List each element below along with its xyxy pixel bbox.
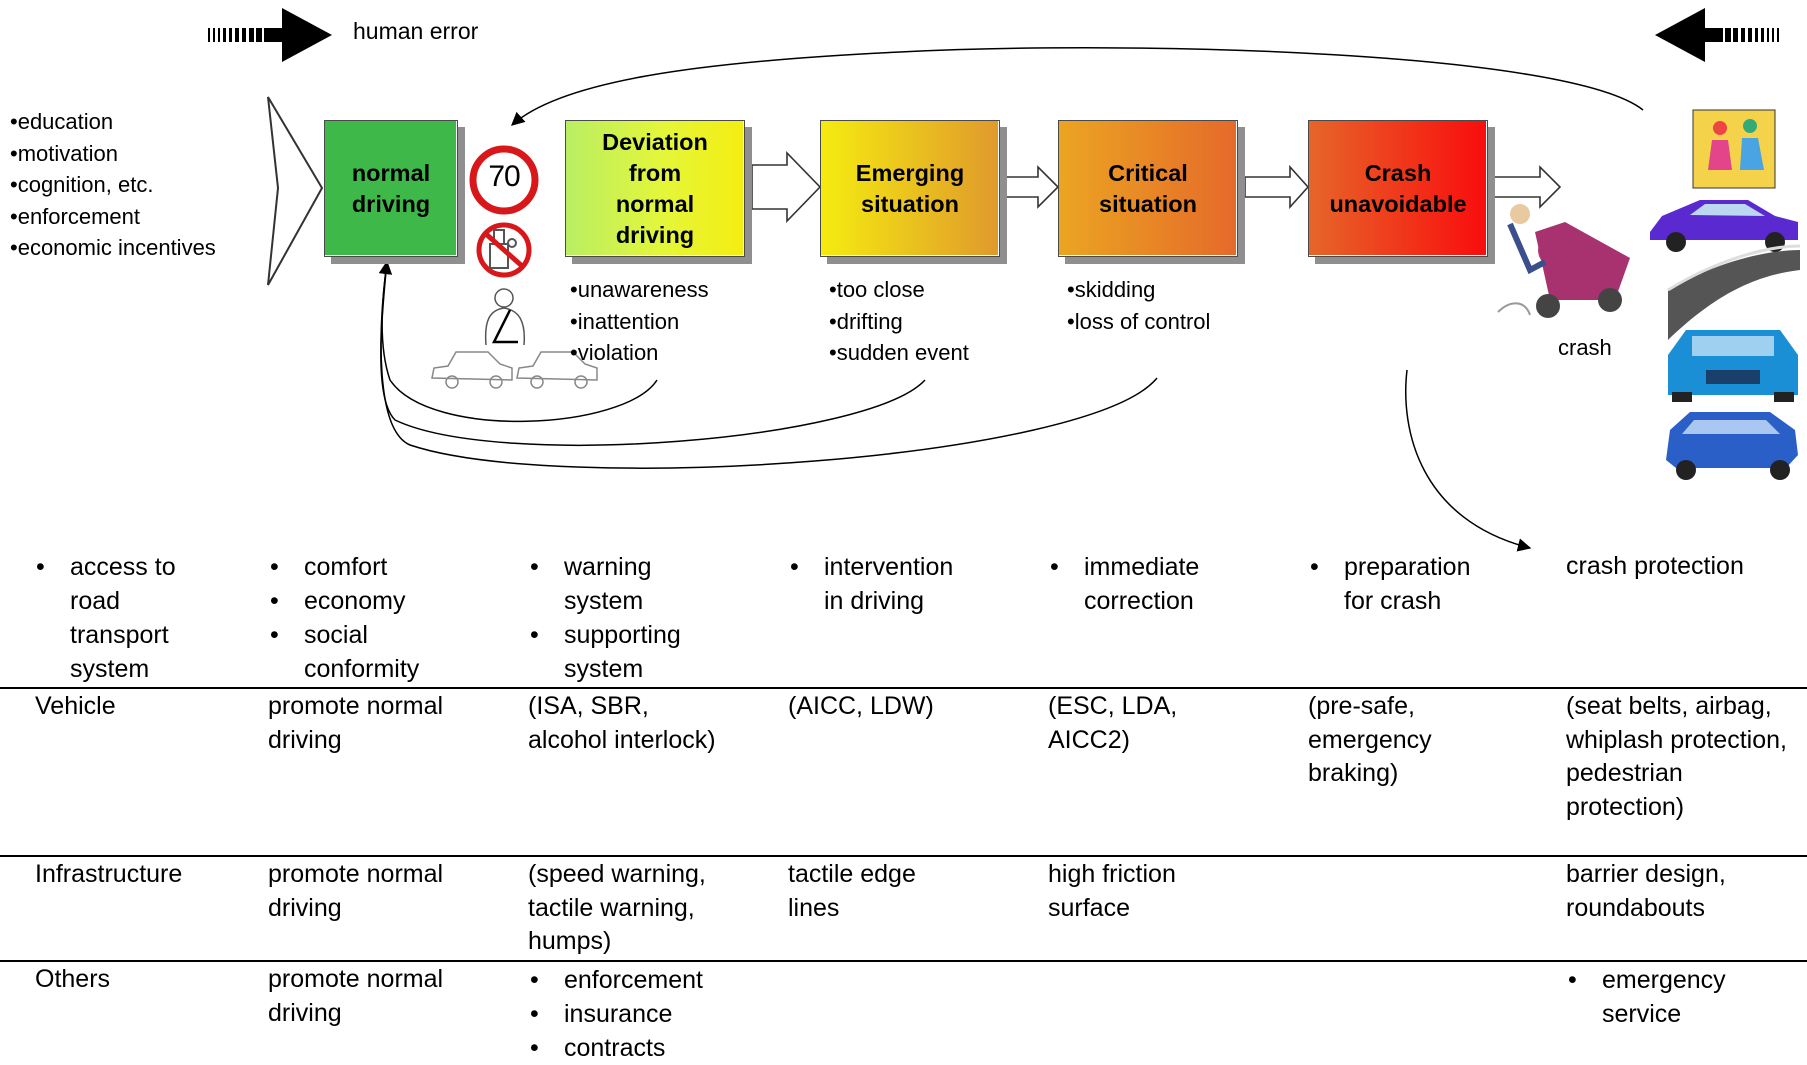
measure-col4: intervention in driving	[788, 550, 973, 618]
stage-crash-unavoidable: Crash unavoidable	[1308, 120, 1488, 257]
stage-arrows	[751, 151, 1562, 223]
stage-normal-driving: normal driving	[324, 120, 458, 257]
table-cell: (seat belts, airbag, whiplash protection…	[1566, 692, 1787, 821]
row-label-others: Others	[35, 965, 111, 993]
speed-limit-70-icon	[469, 145, 539, 215]
seatbelt-icon	[484, 288, 526, 346]
measure-col1: access to road transport system	[34, 550, 209, 686]
blue-car-rear-icon	[1666, 412, 1798, 480]
others-item: insurance	[528, 997, 768, 1031]
cause-item: drifting	[829, 306, 969, 338]
arrow-left-icon	[1655, 8, 1779, 62]
row-label-vehicle: Vehicle	[35, 692, 116, 720]
measure-col7: crash protection	[1566, 552, 1744, 580]
others-item: emergency service	[1566, 963, 1786, 1031]
critical-causes: skidding loss of control	[1067, 274, 1211, 338]
cause-item: loss of control	[1067, 306, 1211, 338]
measure-item: intervention in driving	[788, 550, 973, 618]
deviation-causes: unawareness inattention violation	[570, 274, 709, 369]
stage-label: Deviation from normal driving	[602, 128, 708, 248]
others-item: enforcement	[528, 963, 768, 997]
stage-critical: Critical situation	[1058, 120, 1238, 257]
measure-item: economy	[268, 584, 468, 618]
cause-item: skidding	[1067, 274, 1210, 306]
others-item: contracts	[528, 1031, 768, 1065]
others-list: enforcement insurance contracts	[528, 963, 768, 1065]
stage-label: Emerging situation	[855, 159, 965, 217]
stage-label: Crash unavoidable	[1329, 159, 1467, 217]
cause-item: violation	[570, 337, 709, 369]
arrow-right-icon	[208, 8, 332, 62]
stage-label: normal driving	[351, 159, 431, 217]
table-cell: promote normal driving	[268, 965, 444, 1027]
measure-item: comfort	[268, 550, 468, 584]
row-label-infrastructure: Infrastructure	[35, 860, 183, 888]
human-error-label: human error	[353, 18, 479, 44]
blue-car-front-icon	[1668, 330, 1798, 402]
table-cell: (ISA, SBR, alcohol interlock)	[528, 692, 716, 754]
measure-col2: comfort economy social conformity	[268, 550, 468, 686]
measure-item: immediate correction	[1048, 550, 1233, 618]
cause-item: sudden event	[829, 337, 969, 369]
crash-protection-arrow	[1405, 369, 1532, 552]
road-icon	[1667, 244, 1801, 340]
cause-item: too close	[829, 274, 969, 306]
measure-item: supporting system	[528, 618, 713, 686]
table-cell: promote normal driving	[268, 692, 444, 754]
measure-col3: warning system supporting system	[528, 550, 713, 686]
stage-deviation: Deviation from normal driving	[565, 120, 745, 257]
others-list-protection: emergency service	[1566, 963, 1786, 1031]
measure-col6: preparation for crash	[1308, 550, 1493, 618]
crash-label: crash	[1558, 335, 1612, 360]
cause-item: inattention	[570, 306, 709, 338]
purple-car-icon	[1650, 200, 1798, 252]
factor-item: enforcement	[10, 201, 216, 233]
table-rule	[0, 960, 1807, 962]
table-rule	[0, 855, 1807, 857]
measure-item: warning system	[528, 550, 713, 618]
feedback-loops	[378, 260, 1158, 469]
factor-item: cognition, etc.	[10, 169, 216, 201]
feedback-arrow-top	[510, 47, 1644, 126]
speed-limit-value: 70	[488, 160, 520, 193]
measure-col5: immediate correction	[1048, 550, 1233, 618]
table-cell: (pre-safe, emergency braking)	[1308, 692, 1432, 787]
factor-item: motivation	[10, 138, 216, 170]
factor-item: education	[10, 106, 216, 138]
big-chevron-arrow	[267, 96, 324, 286]
cause-item: unawareness	[570, 274, 709, 306]
car-following-icon	[431, 351, 598, 389]
table-rule	[0, 687, 1807, 689]
table-cell: (ESC, LDA, AICC2)	[1048, 692, 1178, 754]
factor-item: economic incentives	[10, 232, 216, 264]
emerging-causes: too close drifting sudden event	[829, 274, 969, 369]
table-cell: barrier design, roundabouts	[1566, 860, 1726, 922]
table-cell: (speed warning, tactile warning, humps)	[528, 860, 706, 955]
stage-label: Critical situation	[1099, 159, 1197, 217]
stage-emerging: Emerging situation	[820, 120, 1000, 257]
influence-factors-list: education motivation cognition, etc. enf…	[10, 106, 216, 264]
measure-item: social conformity	[268, 618, 468, 686]
pedestrians-icon	[1692, 109, 1776, 189]
no-alcohol-icon	[476, 222, 532, 278]
measure-item: preparation for crash	[1308, 550, 1493, 618]
table-cell: high friction surface	[1048, 860, 1176, 922]
crash-car-icon	[1497, 204, 1630, 318]
table-cell: (AICC, LDW)	[788, 692, 934, 720]
table-cell: promote normal driving	[268, 860, 444, 922]
table-cell: tactile edge lines	[788, 860, 916, 922]
measure-item: access to road transport system	[34, 550, 209, 686]
